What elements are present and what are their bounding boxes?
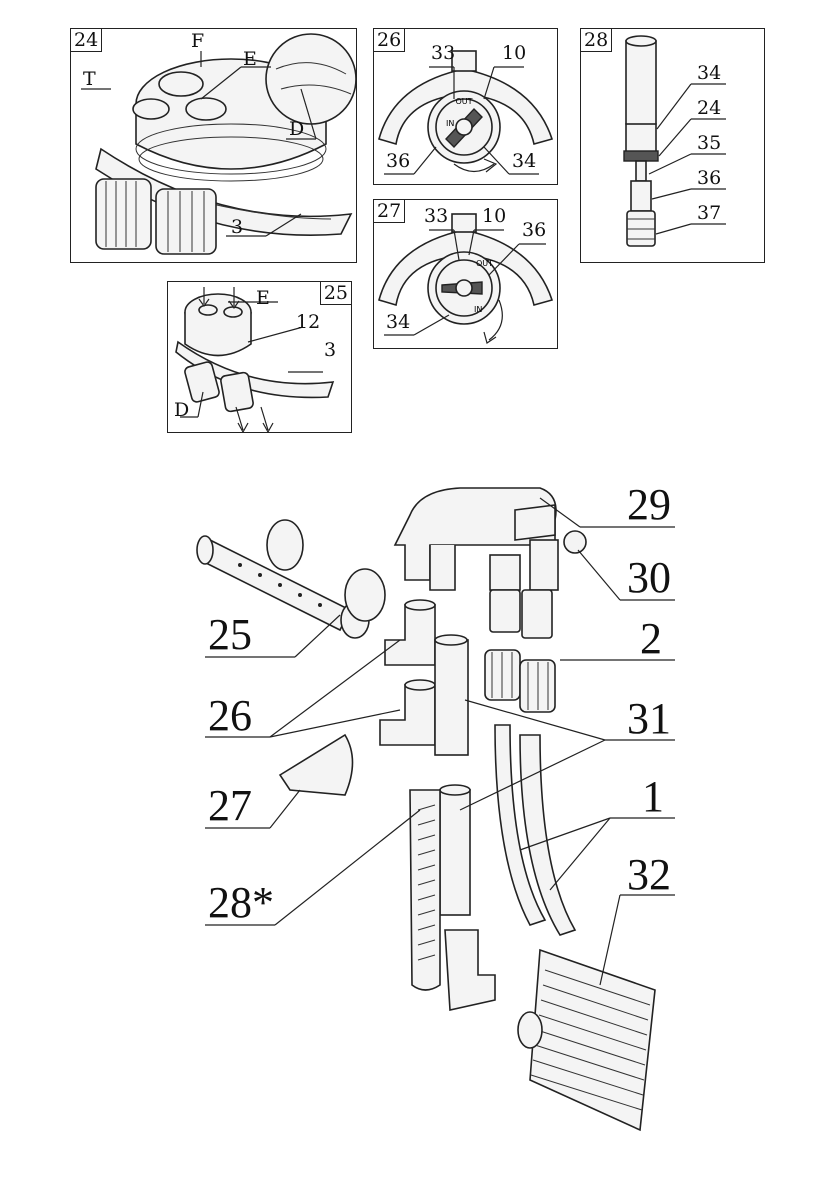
part-1-hoses	[495, 725, 575, 935]
part-32-filter-box	[518, 950, 655, 1130]
label-32: 32	[627, 852, 671, 898]
label-30: 30	[627, 555, 671, 601]
label-28: 28*	[208, 880, 274, 926]
label-1: 1	[642, 774, 664, 820]
label-27: 27	[208, 783, 252, 829]
part-26-elbows	[380, 600, 435, 745]
label-25: 25	[208, 612, 252, 658]
label-31: 31	[627, 696, 671, 742]
part-30-knob	[564, 531, 586, 553]
label-2: 2	[640, 616, 662, 662]
part-2-nuts	[485, 650, 555, 712]
label-29: 29	[627, 482, 671, 528]
part-27-nozzle	[280, 735, 353, 795]
label-26: 26	[208, 693, 252, 739]
